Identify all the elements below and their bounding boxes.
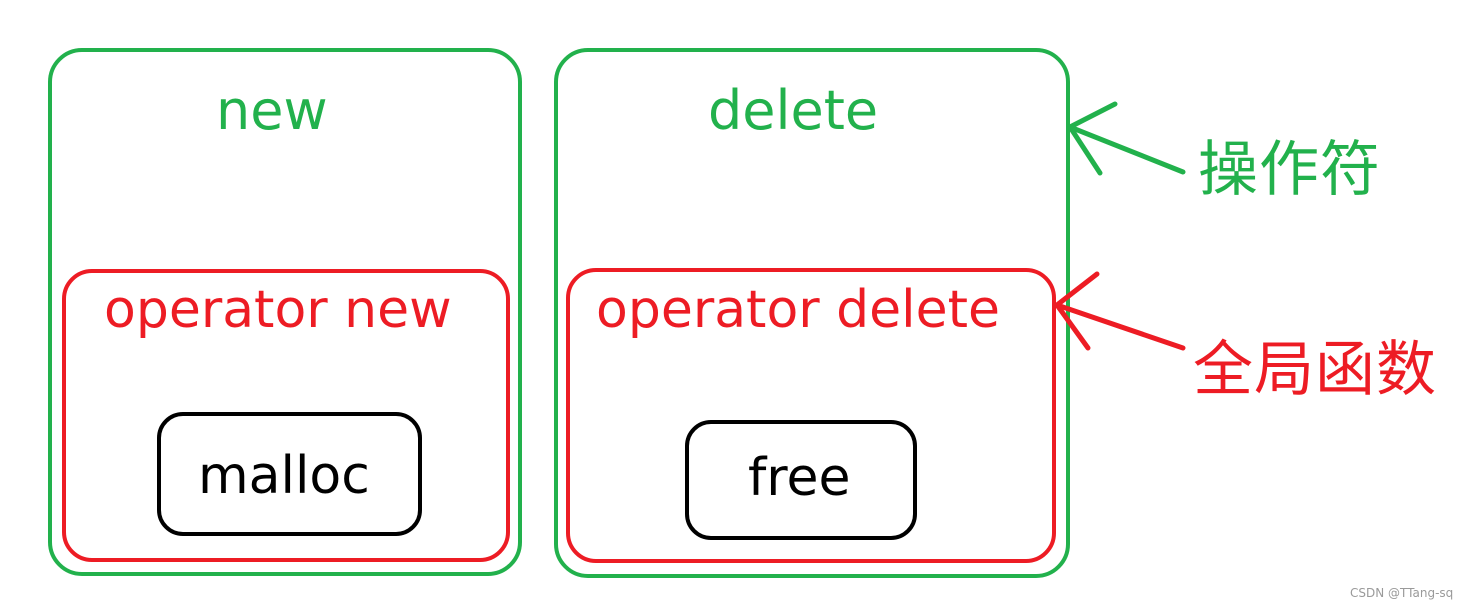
operator-delete-label: operator delete [596, 280, 1000, 340]
malloc-label: malloc [198, 446, 370, 506]
function-arrow [1054, 271, 1186, 351]
operator-annotation-label: 操作符 [1198, 135, 1381, 205]
new-operator-box [48, 48, 522, 576]
malloc-box [157, 412, 422, 536]
delete-operator-box [554, 48, 1070, 578]
free-label: free [748, 448, 851, 508]
delete-keyword-label: delete [708, 79, 879, 142]
new-keyword-label: new [216, 79, 328, 142]
watermark: CSDN @TTang-sq [1350, 586, 1454, 600]
operator-delete-function-box [566, 268, 1056, 563]
free-box [685, 420, 917, 540]
operator-arrow [1067, 101, 1186, 176]
operator-new-function-box [62, 269, 510, 562]
operator-new-label: operator new [104, 280, 452, 340]
function-annotation-label: 全局函数 [1193, 335, 1437, 405]
